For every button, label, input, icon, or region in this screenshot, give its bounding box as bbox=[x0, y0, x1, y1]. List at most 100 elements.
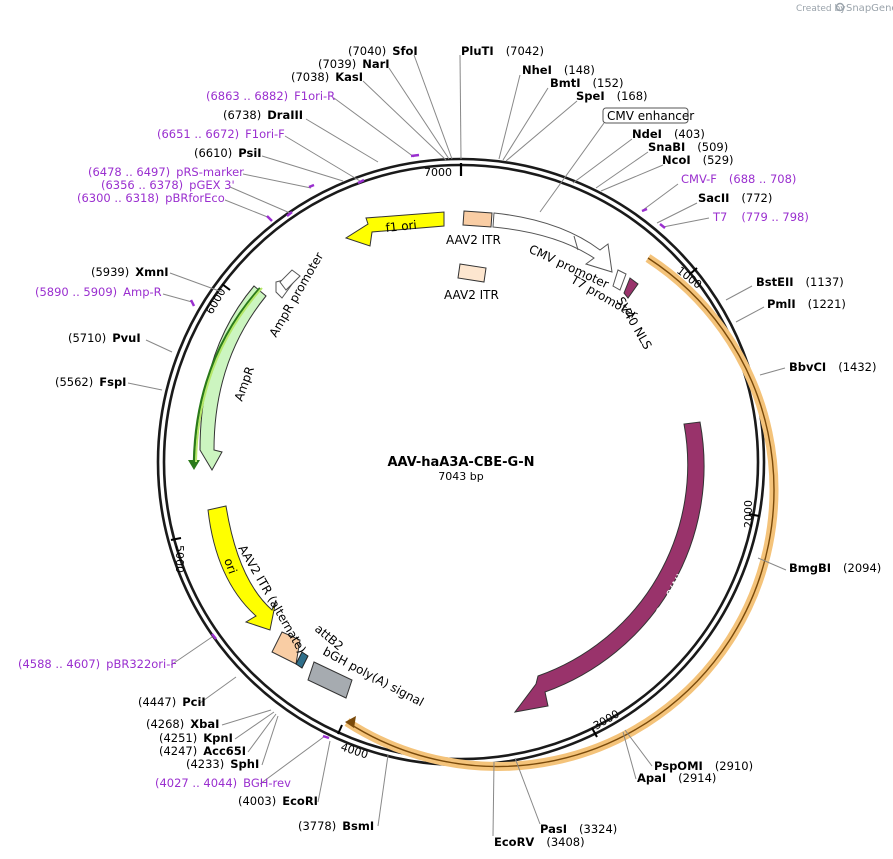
leader-bgh-rev bbox=[259, 735, 326, 785]
cas9-highlight-arrowhead bbox=[345, 716, 356, 728]
ampr-dark-track bbox=[192, 287, 261, 463]
leader-sphi bbox=[261, 715, 279, 766]
site-fspi: (5562)FspI bbox=[55, 375, 126, 389]
primer-f1ori-f: (6651 .. 6672)F1ori-F bbox=[157, 127, 285, 141]
primer-prs-marker: (6478 .. 6497)pRS-marker bbox=[88, 165, 244, 179]
tick-label-6000: 6000 bbox=[203, 286, 228, 317]
leader-xbai bbox=[221, 709, 272, 726]
leader-psii bbox=[261, 155, 344, 182]
site-sacii: SacII(772) bbox=[698, 191, 772, 205]
site-spei: SpeI(168) bbox=[576, 89, 648, 103]
cmv-segment-divider bbox=[573, 235, 579, 251]
site-xbai: (4268)XbaI bbox=[146, 717, 219, 731]
marker-pgex bbox=[286, 211, 293, 217]
marker-bgh-rev bbox=[322, 734, 330, 740]
leader-apai bbox=[622, 731, 637, 780]
created-by-text: Created by bbox=[796, 4, 846, 14]
marker-amp-r bbox=[189, 299, 196, 307]
site-pvui: (5710)PvuI bbox=[68, 331, 141, 345]
ampr-promoter-label: AmpR promoter bbox=[266, 250, 326, 340]
leader-t7 bbox=[662, 217, 710, 228]
leader-amp-r bbox=[162, 293, 193, 303]
site-pasi: PasI(3324) bbox=[540, 822, 617, 836]
site-snabi: SnaBI(509) bbox=[648, 140, 728, 154]
site-bmti: BmtI(152) bbox=[550, 76, 623, 90]
sv40-nls-feature[interactable] bbox=[623, 277, 639, 299]
leader-pbrforeco bbox=[224, 199, 271, 219]
tick-5000 bbox=[170, 537, 182, 541]
leader-pspomi bbox=[624, 729, 653, 767]
leader-kasi bbox=[362, 80, 447, 161]
cas9-highlight-line bbox=[346, 257, 775, 768]
marker-cmv-f bbox=[641, 207, 648, 213]
cmv-promoter-feature[interactable] bbox=[492, 212, 613, 273]
f1-ori-feature[interactable] bbox=[344, 211, 445, 247]
marker-pbr322ori-f bbox=[211, 633, 217, 640]
marker-f1ori-r bbox=[410, 153, 420, 158]
site-ecorv: EcoRV(3408) bbox=[494, 835, 585, 849]
leader-kpni bbox=[234, 711, 275, 740]
tick-6000 bbox=[221, 283, 231, 291]
leader-nari bbox=[388, 67, 450, 160]
leader-nhei bbox=[498, 74, 521, 160]
cmv-enhancer-box[interactable] bbox=[602, 107, 689, 124]
leader-ecori bbox=[317, 740, 331, 803]
leader-sacii bbox=[656, 202, 698, 224]
leader-pasi bbox=[514, 757, 541, 825]
leader-prs-marker bbox=[242, 173, 312, 189]
bgh-polya-feature[interactable] bbox=[307, 661, 353, 699]
leader-pgex bbox=[229, 186, 291, 214]
site-pcii: (4447)PciI bbox=[138, 695, 206, 709]
leader-ncoi bbox=[600, 164, 664, 192]
site-acc65i: (4247)Acc65I bbox=[159, 744, 246, 758]
aav2-itr-inner-feature[interactable] bbox=[457, 263, 487, 283]
plasmid-name: AAV-haA3A-CBE-G-N bbox=[387, 455, 534, 470]
marker-f1ori-f bbox=[357, 178, 365, 185]
primer-bgh-rev: (4027 .. 4044)BGH-rev bbox=[155, 776, 291, 790]
t7-promoter-feature[interactable] bbox=[612, 269, 627, 291]
leader-xmni bbox=[169, 272, 223, 293]
cas9-n-feature[interactable] bbox=[513, 421, 705, 713]
site-bmgbi: BmgBI(2094) bbox=[789, 561, 881, 575]
leader-bbvci bbox=[759, 367, 786, 376]
primer-amp-r: (5890 .. 5909)Amp-R bbox=[35, 285, 162, 299]
leader-pbr322ori-f bbox=[170, 636, 213, 666]
attb2-feature[interactable] bbox=[295, 651, 309, 669]
aav2-itr-top-feature[interactable] bbox=[462, 210, 493, 228]
leader-cmv-f bbox=[642, 183, 679, 211]
site-psii: (6610)PsiI bbox=[194, 146, 262, 160]
site-bsmi: (3778)BsmI bbox=[298, 819, 374, 833]
tick-2000 bbox=[748, 513, 760, 517]
ampr-label: AmpR bbox=[232, 365, 257, 403]
leader-draiii bbox=[305, 118, 379, 163]
leader-f1ori-r bbox=[333, 97, 415, 158]
cmv-enhancer-label: CMV enhancer bbox=[607, 109, 694, 123]
tick-label-5000: 5000 bbox=[173, 545, 186, 573]
leader-pluti bbox=[459, 54, 462, 160]
cmv-enhancer-leader bbox=[539, 122, 605, 213]
site-sfoi: (7040)SfoI bbox=[348, 44, 418, 58]
ori-feature[interactable] bbox=[207, 505, 277, 631]
brand-name: SnapGene bbox=[846, 3, 893, 14]
site-nari: (7039)NarI bbox=[318, 57, 390, 71]
leader-bmti bbox=[502, 87, 549, 161]
leader-bsmi bbox=[377, 754, 389, 827]
leader-ecorv bbox=[492, 761, 495, 837]
tick-label-2000: 2000 bbox=[742, 500, 755, 528]
aav2-itr-inner-label: AAV2 ITR bbox=[444, 288, 499, 302]
ampr-promoter-arrowhead bbox=[279, 269, 301, 291]
tick-4000 bbox=[337, 724, 343, 735]
site-draiii: (6738)DraIII bbox=[223, 108, 303, 122]
site-pmli: PmlI(1221) bbox=[767, 297, 846, 311]
leader-fspi bbox=[127, 382, 163, 391]
leader-acc65i bbox=[247, 713, 277, 753]
site-ecori: (4003)EcoRI bbox=[238, 794, 318, 808]
sv40-nls-label: SV40 NLS bbox=[613, 295, 654, 352]
leader-bmgbi bbox=[757, 557, 787, 571]
site-sphi: (4233)SphI bbox=[186, 757, 259, 771]
site-nhei: NheI(148) bbox=[522, 63, 595, 77]
marker-prs-marker bbox=[308, 183, 315, 189]
leader-f1ori-f bbox=[284, 135, 361, 182]
leader-sfoi bbox=[413, 54, 453, 160]
